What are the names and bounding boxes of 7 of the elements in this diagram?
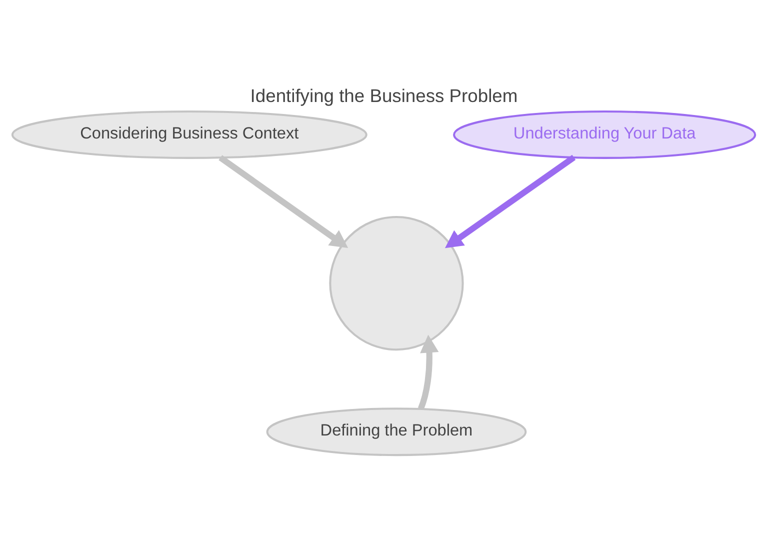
arrow [444, 154, 576, 248]
node-ellipse: Defining the Problem [266, 407, 527, 456]
arrow [418, 334, 439, 410]
diagram-title: Identifying the Business Problem [250, 84, 518, 106]
node-ellipse: Considering Business Context [11, 110, 368, 158]
arrow [218, 154, 348, 248]
node-ellipse: Understanding Your Data [453, 110, 756, 158]
